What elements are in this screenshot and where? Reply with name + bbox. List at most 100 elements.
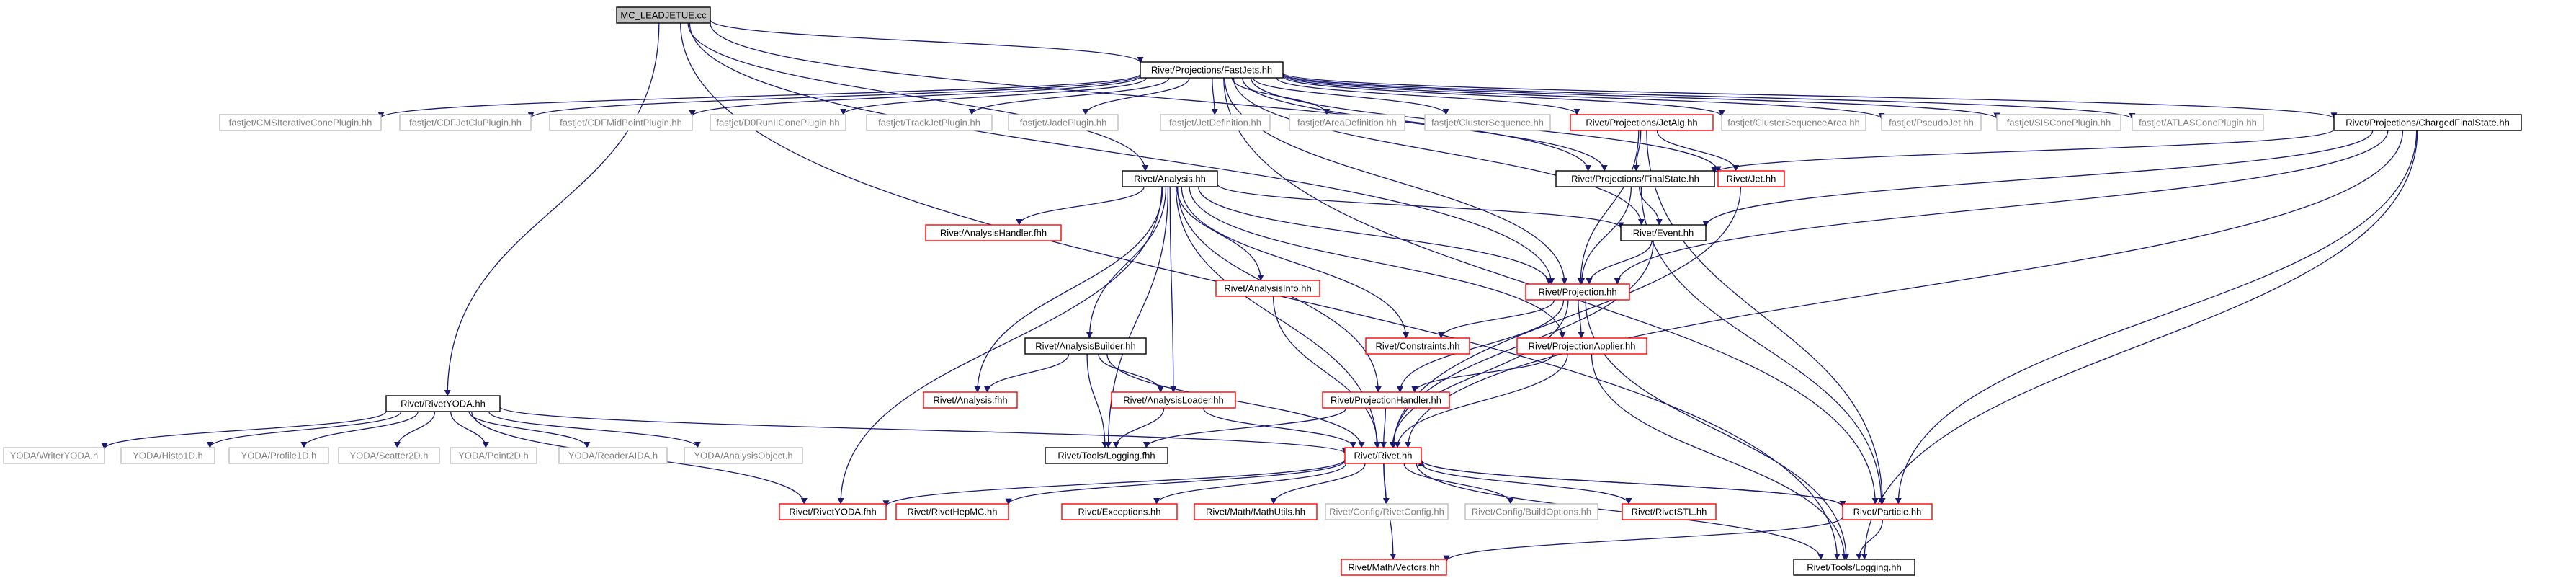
edge-phand-to-rivet xyxy=(1380,407,1387,448)
node-box xyxy=(399,114,532,131)
edge-papp-to-phand xyxy=(1411,353,1554,393)
node-box xyxy=(338,447,440,464)
node-label: Rivet/Math/MathUtils.hh xyxy=(1206,507,1305,518)
node-label: Rivet/Analysis.fhh xyxy=(933,395,1007,406)
edge-abld-to-aload xyxy=(1098,353,1164,393)
node-rhep[interactable]: Rivet/RivetHepMC.hh xyxy=(895,503,1009,520)
node-cfs[interactable]: Rivet/Projections/ChargedFinalState.hh xyxy=(2333,114,2522,131)
node-box xyxy=(1516,337,1647,355)
edge-root-to-fj xyxy=(710,19,1144,64)
node-label: Rivet/ProjectionHandler.hh xyxy=(1331,395,1441,406)
node-label: Rivet/Analysis.hh xyxy=(1134,174,1206,185)
node-box xyxy=(1194,503,1318,520)
node-label: Rivet/Projections/FastJets.hh xyxy=(1151,65,1272,76)
node-box xyxy=(1322,391,1450,409)
node-part[interactable]: Rivet/Particle.hh xyxy=(1842,503,1933,520)
node-label: fastjet/ClusterSequenceArea.hh xyxy=(1727,117,1860,128)
node-label: Rivet/Event.hh xyxy=(1633,228,1694,239)
node-rivet[interactable]: Rivet/Rivet.hh xyxy=(1344,447,1422,464)
node-sis: fastjet/SISConePlugin.hh xyxy=(1996,114,2121,131)
edge-fj-to-cdfj xyxy=(527,74,1141,119)
node-box xyxy=(1424,114,1551,131)
edge-rivet-to-bopt xyxy=(1403,463,1514,505)
node-label: fastjet/PseudoJet.hh xyxy=(1889,117,1974,128)
edge-ana-to-proj xyxy=(1198,186,1552,285)
edge-rivet-to-exc xyxy=(1153,463,1347,505)
node-evt[interactable]: Rivet/Event.hh xyxy=(1620,224,1707,241)
edge-jalg-to-fs xyxy=(1632,130,1642,172)
node-csa: fastjet/ClusterSequenceArea.hh xyxy=(1721,114,1866,131)
node-stl[interactable]: Rivet/RivetSTL.hh xyxy=(1622,503,1717,520)
node-box xyxy=(2132,114,2264,131)
node-ana[interactable]: Rivet/Analysis.hh xyxy=(1122,170,1218,187)
edge-fj-to-trk xyxy=(968,77,1170,115)
node-fj[interactable]: Rivet/Projections/FastJets.hh xyxy=(1140,61,1284,79)
node-log[interactable]: Rivet/Tools/Logging.hh xyxy=(1793,559,1915,576)
edge-rivet-to-rhep xyxy=(1005,460,1346,505)
node-label: fastjet/ATLASConePlugin.hh xyxy=(2139,117,2257,128)
node-anaf[interactable]: Rivet/Analysis.fhh xyxy=(923,391,1018,409)
edge-ryoda-to-rivet xyxy=(499,406,1349,455)
node-box xyxy=(1325,503,1449,520)
node-cms: fastjet/CMSIterativeConePlugin.hh xyxy=(219,114,382,131)
node-label: fastjet/SISConePlugin.hh xyxy=(2007,117,2111,128)
edge-ana-to-ainfo xyxy=(1176,186,1264,281)
node-label: YODA/Point2D.h xyxy=(458,450,529,461)
node-aload[interactable]: Rivet/AnalysisLoader.hh xyxy=(1111,391,1236,409)
node-label: Rivet/Config/BuildOptions.hh xyxy=(1472,507,1591,518)
node-proj[interactable]: Rivet/Projection.hh xyxy=(1525,283,1630,301)
node-label: Rivet/Config/RivetConfig.hh xyxy=(1329,507,1444,518)
edge-cfs-to-evt xyxy=(1702,130,2374,228)
node-phand[interactable]: Rivet/ProjectionHandler.hh xyxy=(1322,391,1450,409)
node-ryoda[interactable]: Rivet/RivetYODA.hh xyxy=(385,395,501,412)
node-box xyxy=(1570,114,1714,131)
node-label: fastjet/JadePlugin.hh xyxy=(1020,117,1107,128)
edge-ryoda-to-ys2 xyxy=(393,411,436,448)
node-logf[interactable]: Rivet/Tools/Logging.fhh xyxy=(1045,447,1168,464)
edge-rivet-to-stl xyxy=(1421,463,1632,505)
node-box xyxy=(616,6,711,24)
node-jalg[interactable]: Rivet/Projections/JetAlg.hh xyxy=(1570,114,1714,131)
node-label: YODA/Histo1D.h xyxy=(133,450,203,461)
edge-part-to-rivet xyxy=(1418,458,1843,507)
edge-rivet-to-mu xyxy=(1270,463,1366,505)
node-box xyxy=(925,224,1062,241)
edge-abld-to-logf xyxy=(1086,353,1109,448)
node-box xyxy=(1717,170,1785,187)
node-ywr: YODA/WriterYODA.h xyxy=(3,447,105,464)
edge-cfs-to-log xyxy=(1861,130,2418,560)
node-abld[interactable]: Rivet/AnalysisBuilder.hh xyxy=(1024,337,1147,355)
node-label: Rivet/Projections/ChargedFinalState.hh xyxy=(2345,117,2510,128)
edge-ana-to-cons xyxy=(1181,186,1410,339)
edge-fj-to-evt xyxy=(1233,77,1645,226)
edge-ryoda-to-yh1 xyxy=(206,411,402,448)
edge-root-to-proj xyxy=(689,22,1555,285)
node-fs[interactable]: Rivet/Projections/FinalState.hh xyxy=(1555,170,1715,187)
node-box xyxy=(450,447,537,464)
edge-ainfo-to-rivet xyxy=(1272,296,1381,448)
node-cdfj: fastjet/CDFJetCluPlugin.hh xyxy=(399,114,532,131)
node-ryf[interactable]: Rivet/RivetYODA.fhh xyxy=(779,503,887,520)
node-vec[interactable]: Rivet/Math/Vectors.hh xyxy=(1341,559,1447,576)
edge-ana-to-ahf xyxy=(1016,186,1145,226)
node-box xyxy=(1122,170,1218,187)
node-label: Rivet/Tools/Logging.hh xyxy=(1807,562,1902,573)
node-ahf[interactable]: Rivet/AnalysisHandler.fhh xyxy=(925,224,1062,241)
node-jet[interactable]: Rivet/Jet.hh xyxy=(1717,170,1785,187)
edge-fj-to-cms xyxy=(377,74,1141,119)
node-box xyxy=(2333,114,2522,131)
node-cseq: fastjet/ClusterSequence.hh xyxy=(1424,114,1551,131)
edge-fj-to-cfs xyxy=(1282,72,2338,120)
node-label: fastjet/JetDefinition.hh xyxy=(1169,117,1261,128)
node-pj: fastjet/PseudoJet.hh xyxy=(1881,114,1982,131)
node-mu[interactable]: Rivet/Math/MathUtils.hh xyxy=(1194,503,1318,520)
edge-jalg-to-jet xyxy=(1656,130,1740,172)
node-box xyxy=(1061,503,1178,520)
node-label: fastjet/CDFJetCluPlugin.hh xyxy=(409,117,522,128)
node-ainfo[interactable]: Rivet/AnalysisInfo.hh xyxy=(1215,280,1320,297)
edge-aload-to-rivet xyxy=(1202,407,1356,448)
node-papp[interactable]: Rivet/ProjectionApplier.hh xyxy=(1516,337,1647,355)
node-box xyxy=(1525,283,1630,301)
node-cons[interactable]: Rivet/Constraints.hh xyxy=(1365,337,1470,355)
node-exc[interactable]: Rivet/Exceptions.hh xyxy=(1061,503,1178,520)
